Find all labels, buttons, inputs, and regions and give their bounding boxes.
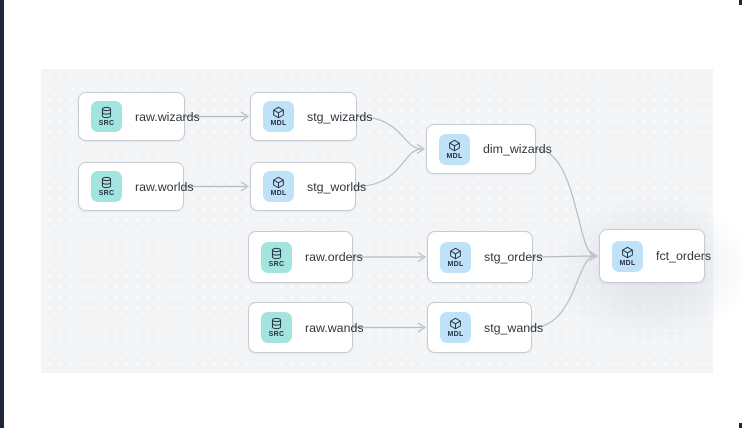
badge-label: MDL (270, 190, 287, 197)
arrowhead-into-stg_wizards (240, 111, 250, 122)
database-icon (101, 176, 112, 189)
cube-icon (273, 106, 284, 119)
cube-icon (450, 247, 461, 259)
mdl-badge: MDL (440, 241, 471, 273)
node-fct_orders[interactable]: MDL fct_orders (599, 229, 711, 283)
src-badge: SRC (261, 241, 292, 273)
node-raw.worlds[interactable]: SRC raw.worlds (78, 162, 194, 211)
cube-icon (449, 139, 460, 151)
node-label: dim_wizards (483, 142, 552, 156)
badge-label: SRC (268, 260, 285, 268)
badge-label: SRC (98, 190, 115, 197)
node-label: raw.orders (305, 250, 363, 264)
arrowhead-into-stg_wands (417, 322, 427, 333)
badge-label: SRC (98, 120, 115, 127)
node-stg_wizards[interactable]: MDL stg_wizards (250, 92, 372, 141)
window-frame-corner (739, 423, 742, 428)
node-label: stg_worlds (307, 179, 367, 194)
mdl-badge: MDL (263, 101, 294, 132)
database-icon (101, 106, 112, 119)
cube-icon (273, 176, 284, 189)
arrowhead-into-dim_wizards (416, 143, 426, 155)
database-icon (271, 247, 282, 259)
node-stg_worlds[interactable]: MDL stg_worlds (250, 162, 366, 211)
src-badge: SRC (261, 312, 292, 343)
node-label: raw.wands (305, 320, 364, 335)
badge-label: MDL (270, 120, 287, 127)
arrowhead-into-stg_worlds (240, 181, 250, 192)
badge-label: MDL (446, 152, 463, 160)
node-raw.wands[interactable]: SRC raw.wands (248, 302, 364, 353)
badge-label: MDL (447, 260, 464, 268)
cube-icon (450, 317, 461, 330)
src-badge: SRC (91, 171, 122, 202)
window-frame-corner (739, 0, 742, 5)
mdl-badge: MDL (439, 133, 470, 165)
node-label: fct_orders (656, 249, 712, 263)
arrowhead-into-stg_orders (417, 251, 427, 263)
node-label: stg_wizards (307, 109, 373, 124)
src-badge: SRC (91, 101, 122, 132)
node-label: stg_wands (484, 320, 544, 335)
node-stg_wands[interactable]: MDL stg_wands (427, 302, 543, 353)
mdl-badge: MDL (612, 240, 643, 272)
mdl-badge: MDL (263, 171, 294, 202)
database-icon (271, 317, 282, 330)
node-label: stg_orders (484, 250, 543, 264)
cube-icon (622, 246, 633, 258)
mdl-badge: MDL (440, 312, 471, 343)
window-edge-left (0, 0, 4, 428)
badge-label: MDL (619, 259, 636, 267)
node-label: raw.wizards (135, 109, 200, 124)
node-label: raw.worlds (135, 179, 194, 194)
badge-label: MDL (447, 331, 464, 338)
badge-label: SRC (268, 331, 285, 338)
node-dim_wizards[interactable]: MDL dim_wizards (426, 124, 552, 174)
node-raw.orders[interactable]: SRC raw.orders (248, 231, 363, 283)
node-raw.wizards[interactable]: SRC raw.wizards (78, 92, 200, 141)
node-stg_orders[interactable]: MDL stg_orders (427, 231, 543, 283)
